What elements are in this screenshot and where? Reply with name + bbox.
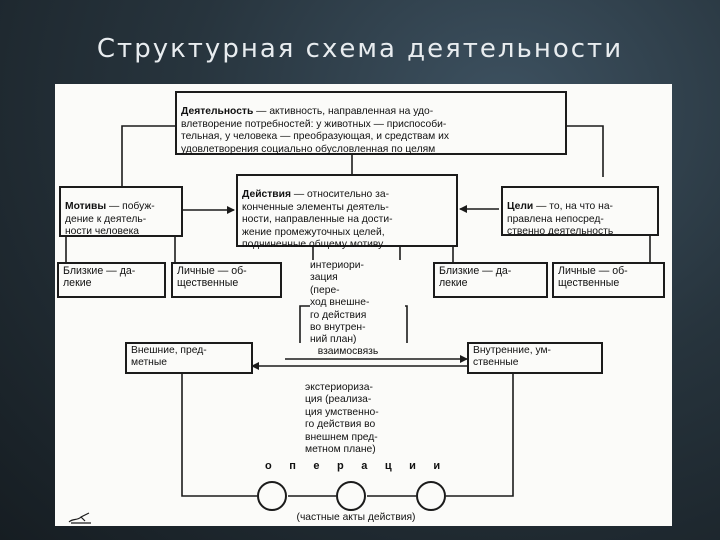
- actions-term: Действия: [242, 189, 291, 201]
- connector-external-to-operations: [181, 372, 257, 497]
- goals-box: Цели — то, на что на- правлена непосред-…: [501, 186, 659, 238]
- activity-structure-diagram: Деятельность — активность, направленная …: [55, 84, 672, 526]
- connector-activity-to-goals: [567, 125, 604, 177]
- slide-title: Структурная схема деятельности: [96, 34, 624, 64]
- activity-box: Деятельность — активность, направленная …: [175, 91, 567, 155]
- goals-term: Цели: [507, 201, 534, 213]
- motives-near-far-box: Близкие — да- лекие: [57, 262, 166, 298]
- motives-definition: — побуж- дение к деятель- ности человека: [65, 201, 155, 238]
- goals-near-far-box: Близкие — да- лекие: [433, 262, 548, 298]
- actions-definition: — относительно за- конченные элементы де…: [242, 189, 393, 251]
- internal-actions-box: Внутренние, ум- ственные: [467, 342, 603, 374]
- goals-definition: — то, на что на- правлена непосред- стве…: [507, 201, 614, 238]
- connector-internal-to-operations: [446, 372, 514, 497]
- actions-box: Действия — относительно за- конченные эл…: [236, 174, 458, 251]
- operation-circle-3: [416, 481, 446, 511]
- activity-term: Деятельность: [181, 106, 254, 118]
- exteriorization-label: экстериориза- ция (реализа- ция умственн…: [305, 382, 415, 457]
- activity-definition: — активность, направленная на удо- влетв…: [181, 106, 449, 155]
- operation-circle-2: [336, 481, 366, 511]
- motives-term: Мотивы: [65, 201, 107, 213]
- operations-label: операции: [265, 460, 458, 472]
- interconnection-label: взаимосвязь: [317, 346, 379, 357]
- operation-circle-1: [257, 481, 287, 511]
- goals-personal-social-box: Личные — об- щественные: [552, 262, 665, 298]
- motives-personal-social-box: Личные — об- щественные: [171, 262, 282, 298]
- pen-icon: [68, 512, 91, 524]
- interiorization-label: интериори- зация (пере- ход внешне- го д…: [310, 260, 405, 347]
- motives-box: Мотивы — побуж- дение к деятель- ности ч…: [59, 186, 183, 237]
- operations-note: (частные акты действия): [261, 512, 451, 525]
- connector-activity-to-motives: [121, 125, 175, 197]
- external-actions-box: Внешние, пред- метные: [125, 342, 253, 374]
